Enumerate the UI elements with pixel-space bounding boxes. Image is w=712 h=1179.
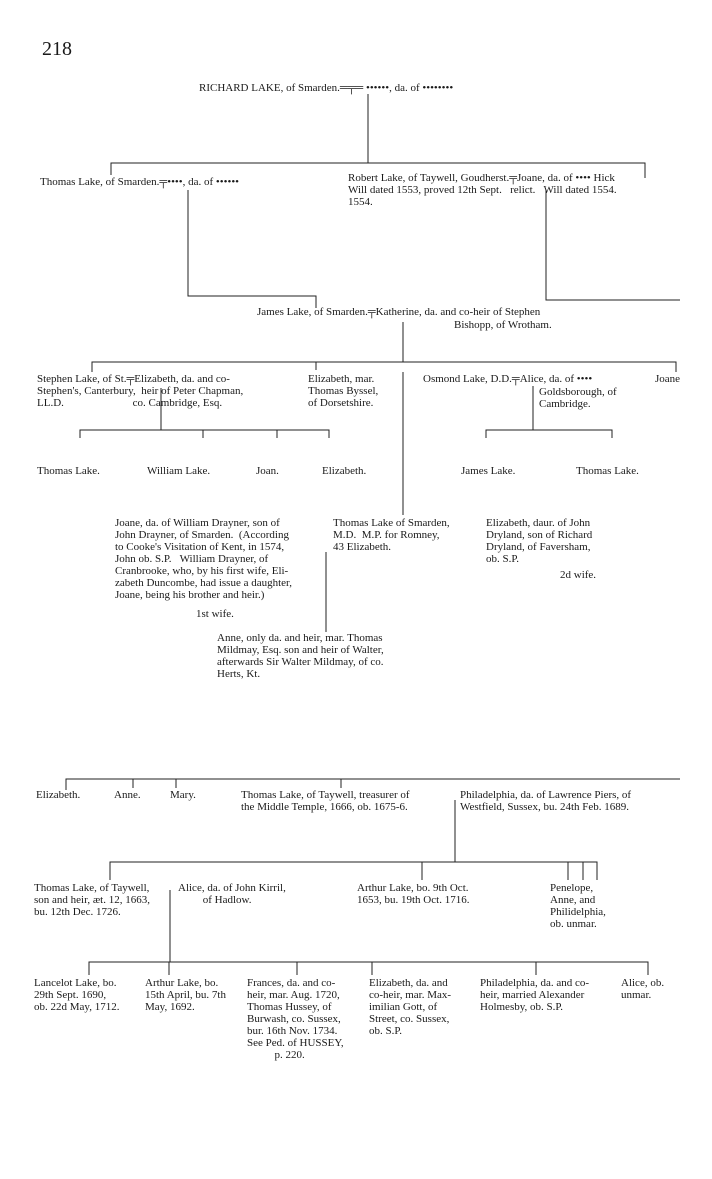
entry-frances-hussey: Frances, da. and co- heir, mar. Aug. 172… — [247, 977, 344, 1061]
entry-philadelphia-holmesby: Philadelphia, da. and co- heir, married … — [480, 977, 590, 1013]
entry-thomas-lake-mp: Thomas Lake of Smarden, M.D. M.P. for Ro… — [333, 517, 450, 553]
entry-arthur-lake-1692: Arthur Lake, bo. 15th April, bu. 7th May… — [145, 977, 226, 1013]
entry-thomas-lake-temple: Thomas Lake, of Taywell, treasurer of — [241, 789, 410, 801]
entry-robert-lake: Robert Lake, of Taywell, Goudherst.╤Joan… — [348, 172, 617, 208]
entry-elizabeth-byssel: Elizabeth, mar. Thomas Byssel, of Dorset… — [308, 373, 379, 409]
entry-arthur-lake-1653: Arthur Lake, bo. 9th Oct. 1653, bu. 19th… — [357, 882, 470, 906]
entry-penelope-anne-philidelphia: Penelope, Anne, and Philidelphia, ob. un… — [550, 882, 606, 930]
entry-james-lake-cont: Bishopp, of Wrotham. — [454, 319, 552, 331]
entry-thomas-lake-heir: Thomas Lake, of Taywell, son and heir, æ… — [34, 882, 150, 918]
label-first-wife: 1st wife. — [196, 608, 234, 620]
entry-osmond-lake: Osmond Lake, D.D.╤Alice, da. of •••• — [423, 373, 593, 385]
entry-philadelphia-piers: Philadelphia, da. of Lawrence Piers, of — [460, 789, 632, 801]
entry-alice-kirril: Alice, da. of John Kirril, of Hadlow. — [178, 882, 286, 906]
entry-elizabeth-dryland: Elizabeth, daur. of John Dryland, son of… — [486, 517, 593, 565]
entry-osmond-lake-cont: Goldsborough, of Cambridge. — [539, 386, 617, 410]
entry-lancelot-lake: Lancelot Lake, bo. 29th Sept. 1690, ob. … — [34, 977, 120, 1013]
page-number: 218 — [42, 38, 72, 60]
entry-james-lake: James Lake, of Smarden.╤Katherine, da. a… — [257, 306, 541, 318]
entry-thomas-lake-smarden: Thomas Lake, of Smarden.╤••••, da. of ••… — [40, 176, 240, 188]
entry-alice-unmar: Alice, ob. unmar. — [621, 977, 665, 1001]
entry-elizabeth-gott: Elizabeth, da. and co-heir, mar. Max- im… — [369, 977, 452, 1037]
label-second-wife: 2d wife. — [560, 569, 597, 581]
entry-anne-mildmay: Anne, only da. and heir, mar. Thomas Mil… — [217, 632, 384, 680]
child-elizabeth: Elizabeth. — [322, 465, 367, 477]
entry-thomas-lake-temple-cont: the Middle Temple, 1666, ob. 1675-6. — [241, 801, 408, 813]
entry-philadelphia-piers-cont: Westfield, Sussex, bu. 24th Feb. 1689. — [460, 801, 629, 813]
child-thomas-lake-2: Thomas Lake. — [576, 465, 639, 477]
entry-stephen-lake: Stephen Lake, of St.╤Elizabeth, da. and … — [37, 373, 244, 409]
sibling-anne: Anne. — [114, 789, 141, 801]
sibling-elizabeth: Elizabeth. — [36, 789, 81, 801]
child-william-lake: William Lake. — [147, 465, 211, 477]
sibling-mary: Mary. — [170, 789, 196, 801]
entry-joane-edge: Joane — [655, 373, 681, 385]
child-joan: Joan. — [256, 465, 279, 477]
child-james-lake: James Lake. — [461, 465, 516, 477]
child-thomas-lake: Thomas Lake. — [37, 465, 100, 477]
entry-richard-lake: RICHARD LAKE, of Smarden.═╤═ ••••••, da.… — [199, 82, 454, 94]
entry-joane-drayner: Joane, da. of William Drayner, son of Jo… — [115, 517, 293, 601]
